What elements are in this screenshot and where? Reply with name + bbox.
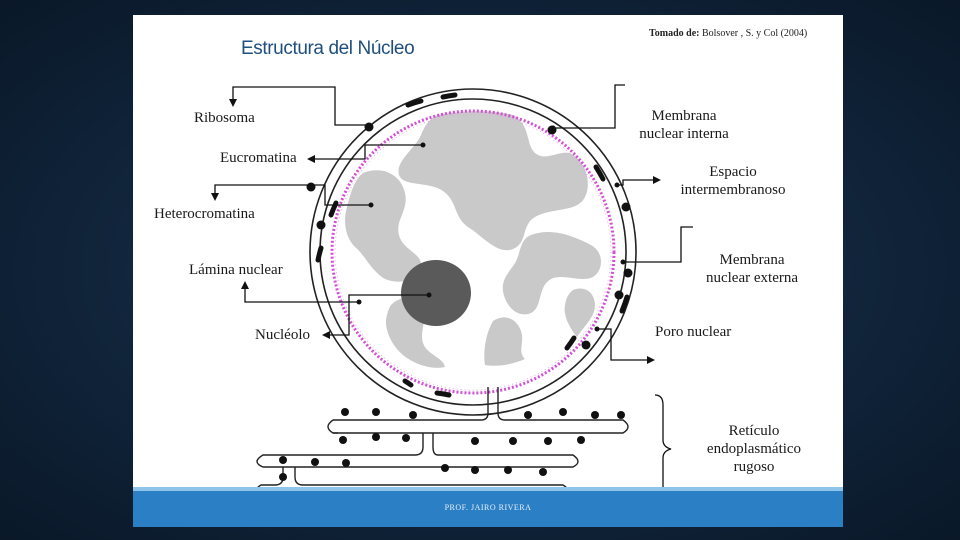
footer-band: PROF. JAIRO RIVERA xyxy=(133,487,843,527)
label-eucromatina: Eucromatina xyxy=(220,149,297,167)
label-ribosoma: Ribosoma xyxy=(194,109,255,127)
label-reticulo-line3: rugoso xyxy=(689,458,819,476)
label-membrana-interna: Membrana nuclear interna xyxy=(626,107,742,143)
label-reticulo: Retículo endoplasmático rugoso xyxy=(689,422,819,476)
label-espacio-line2: intermembranoso xyxy=(668,181,798,199)
label-lamina-nuclear: Lámina nuclear xyxy=(189,261,283,279)
label-reticulo-line2: endoplasmático xyxy=(689,440,819,458)
label-membrana-interna-line1: Membrana xyxy=(626,107,742,125)
label-membrana-externa-line2: nuclear externa xyxy=(693,269,811,287)
label-reticulo-line1: Retículo xyxy=(689,422,819,440)
slide: Estructura del Núcleo Tomado de: Bolsove… xyxy=(133,15,843,527)
nucleolus xyxy=(401,260,471,326)
rough-er xyxy=(256,420,628,495)
footer-text: PROF. JAIRO RIVERA xyxy=(133,503,843,512)
chromatin xyxy=(345,111,601,368)
label-heterocromatina: Heterocromatina xyxy=(154,205,255,223)
label-membrana-externa: Membrana nuclear externa xyxy=(693,251,811,287)
label-membrana-interna-line2: nuclear interna xyxy=(626,125,742,143)
label-espacio-line1: Espacio xyxy=(668,163,798,181)
label-espacio-intermembranoso: Espacio intermembranoso xyxy=(668,163,798,199)
label-poro-nuclear: Poro nuclear xyxy=(655,323,731,341)
label-membrana-externa-line1: Membrana xyxy=(693,251,811,269)
label-nucleolo: Nucléolo xyxy=(255,326,310,344)
